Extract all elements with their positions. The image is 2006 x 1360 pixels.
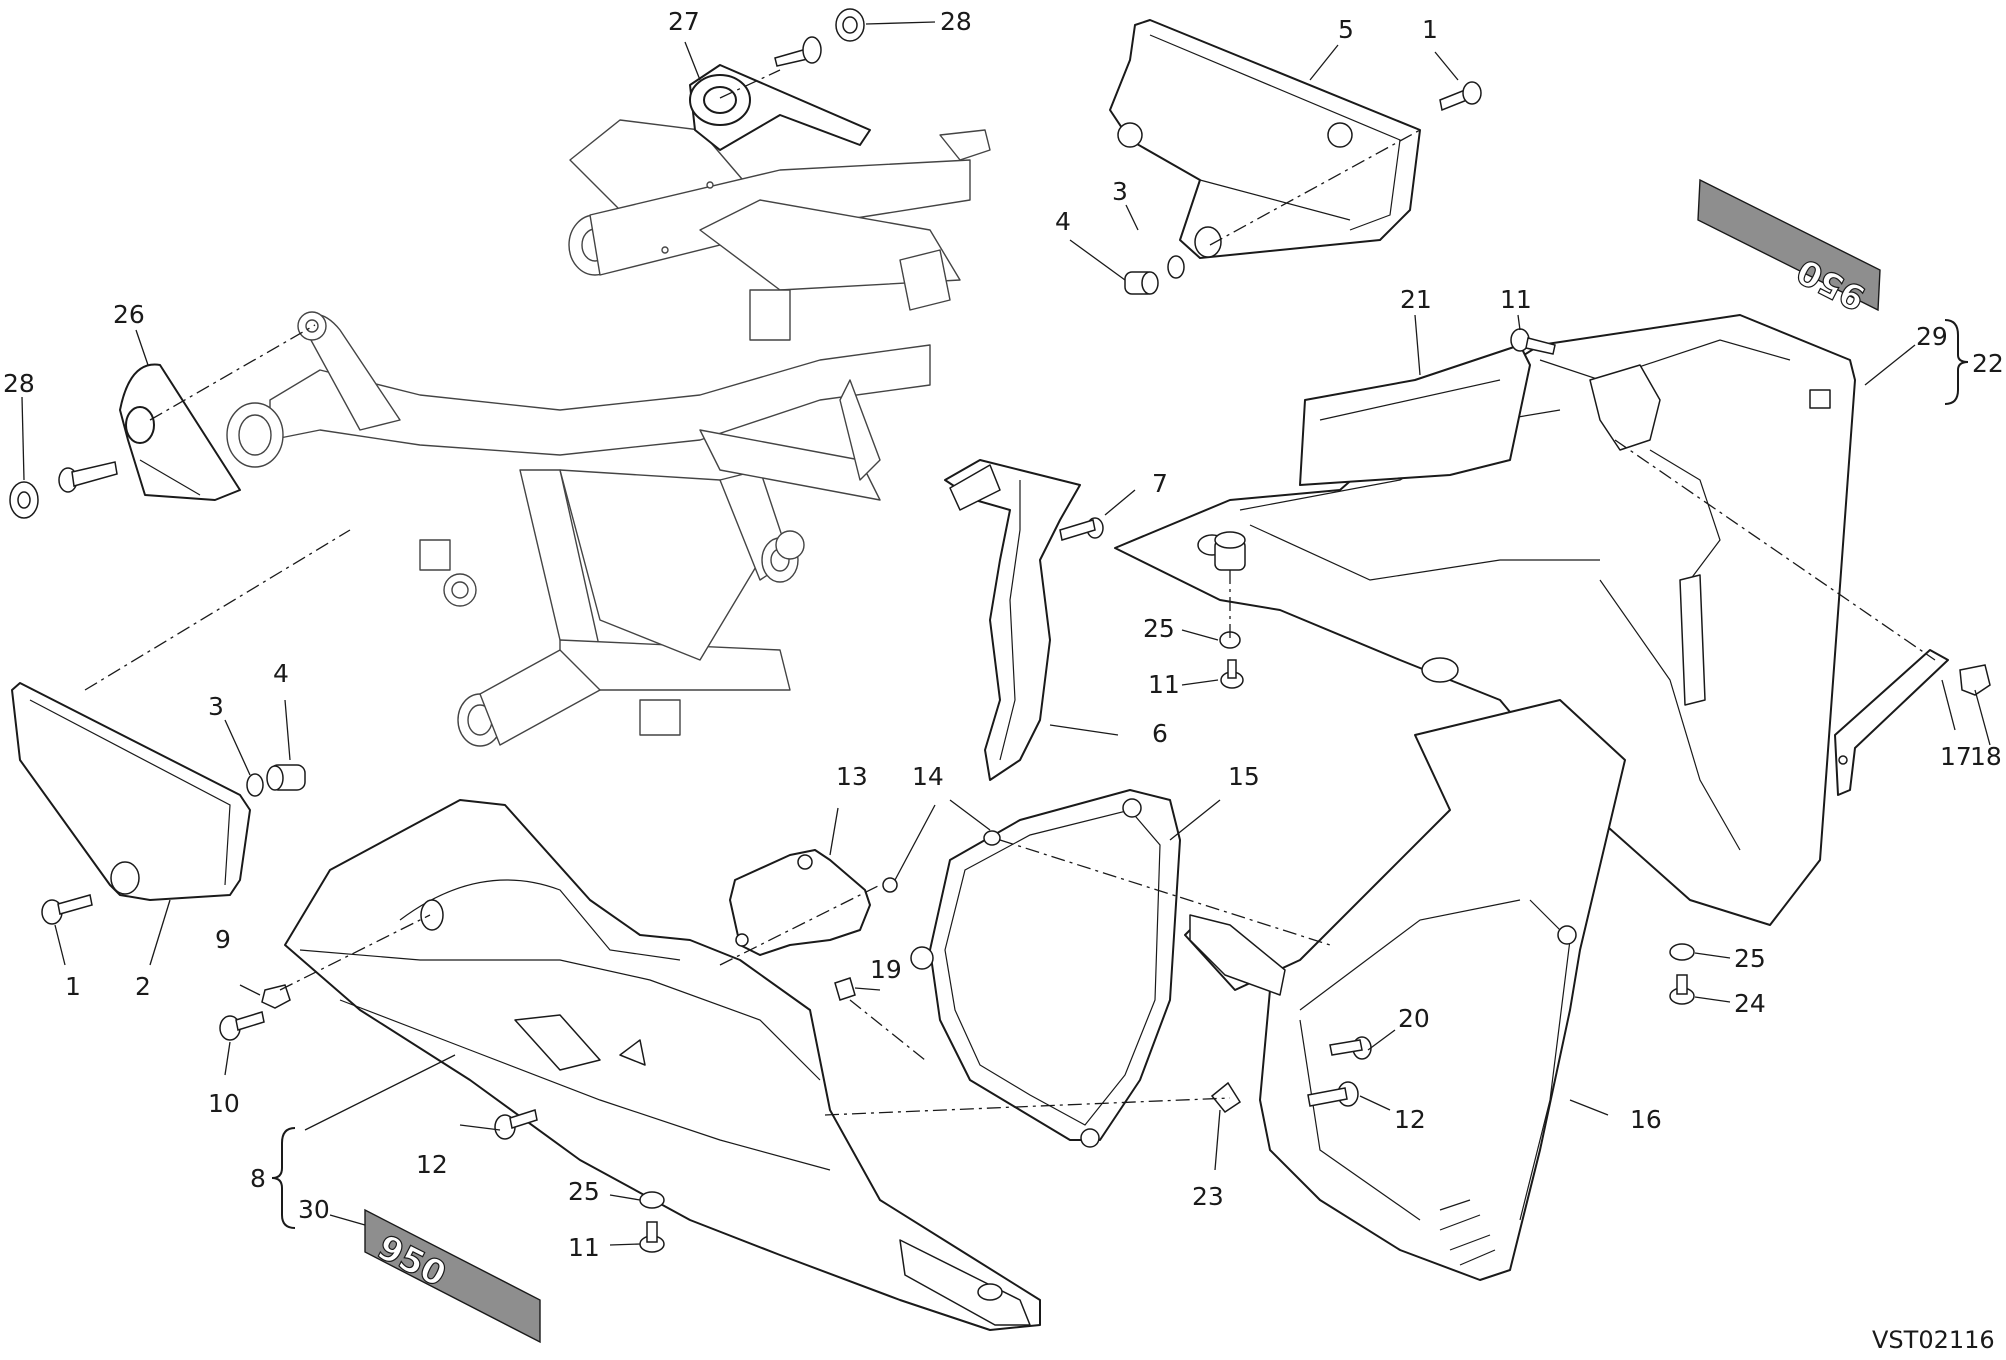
callout-23: 23 (1192, 1182, 1224, 1211)
part-5-upper-cover (1109, 19, 1421, 259)
callout-3-top: 3 (1112, 177, 1128, 206)
decal-30: 950 (364, 1208, 541, 1344)
decal-29: 950 (1697, 178, 1881, 318)
part-3-4-washer-spacer-upper (1124, 255, 1185, 295)
callout-11-lower: 11 (568, 1233, 600, 1262)
part-11-bolt-mid (1220, 659, 1244, 689)
part-17-bracket (1834, 649, 1949, 796)
part-16-side-panel (1184, 699, 1626, 1281)
brace-22 (1944, 319, 1969, 405)
part-10-bolt (219, 1011, 265, 1041)
part-14-washer-right (983, 830, 1001, 846)
part-15-inner-panel (910, 789, 1181, 1148)
part-13-bracket (729, 849, 871, 956)
callout-29: 29 (1916, 322, 1948, 351)
callout-22: 22 (1972, 349, 2004, 378)
callout-8: 8 (250, 1164, 266, 1193)
callout-3-left: 3 (208, 692, 224, 721)
reference-code: VST02116 (1872, 1326, 1995, 1354)
callout-4-left: 4 (273, 659, 289, 688)
callout-16: 16 (1630, 1105, 1662, 1134)
callout-10: 10 (208, 1089, 240, 1118)
part-8-belly-pan (284, 799, 1041, 1331)
leader-lines (21, 21, 1991, 1246)
callout-28-left: 28 (3, 369, 35, 398)
part-27-upper-bracket (689, 64, 871, 151)
callout-11-top: 11 (1500, 285, 1532, 314)
part-11-bolt-lower (639, 1221, 665, 1253)
callout-17: 17 (1940, 742, 1972, 771)
part-16-clip (1189, 914, 1286, 996)
part-12-bolt-left (494, 1109, 538, 1140)
part-18-clip (1959, 664, 1991, 696)
callout-2: 2 (135, 972, 151, 1001)
motorcycle-frame (226, 119, 991, 747)
callout-9: 9 (215, 925, 231, 954)
assembly-lines (84, 69, 1936, 1116)
callout-11-mid: 11 (1148, 670, 1180, 699)
part-21-insert (1299, 344, 1531, 486)
callout-20: 20 (1398, 1004, 1430, 1033)
callout-6: 6 (1152, 719, 1168, 748)
brace-8 (271, 1127, 296, 1229)
callout-4-top: 4 (1055, 207, 1071, 236)
part-14-washer (882, 877, 898, 893)
part-6-air-duct (944, 459, 1081, 781)
callout-25-right: 25 (1734, 944, 1766, 973)
part-9-nut (261, 984, 291, 1009)
part-23-clip (1210, 1081, 1242, 1114)
callout-27: 27 (668, 7, 700, 36)
part-26-side-bracket (119, 363, 241, 501)
callout-19: 19 (870, 955, 902, 984)
callout-25-lower: 25 (568, 1177, 600, 1206)
callout-12-left: 12 (416, 1150, 448, 1179)
part-25-washer-right (1669, 943, 1695, 961)
part-11-bolt-upper (1510, 328, 1556, 355)
part-25-washer-lower (639, 1191, 665, 1209)
callout-12-right: 12 (1394, 1105, 1426, 1134)
callout-13: 13 (836, 762, 868, 791)
part-7-bolt (1059, 517, 1104, 541)
callout-18: 18 (1970, 742, 2002, 771)
part-3-4-washer-spacer-left (246, 764, 306, 797)
callout-26: 26 (113, 300, 145, 329)
callout-15: 15 (1228, 762, 1260, 791)
part-19-clip (834, 977, 856, 1001)
callout-labels: 27 28 5 1 3 4 21 11 29 22 26 28 7 25 11 … (3, 7, 2004, 1262)
callout-28-top: 28 (940, 7, 972, 36)
callout-21: 21 (1400, 285, 1432, 314)
callout-25-mid: 25 (1143, 614, 1175, 643)
part-12-bolt-right (1307, 1081, 1359, 1107)
part-28-cap-top (774, 8, 865, 67)
callout-30: 30 (298, 1195, 330, 1224)
callout-1-top: 1 (1422, 15, 1438, 44)
callout-24: 24 (1734, 989, 1766, 1018)
callout-7: 7 (1152, 469, 1168, 498)
part-24-bolt (1669, 974, 1695, 1005)
part-1-bolt-left (41, 894, 93, 925)
part-22-grommet (1214, 531, 1246, 571)
part-1-bolt-upper (1439, 81, 1482, 112)
part-2-side-cover (11, 682, 251, 901)
callout-5: 5 (1338, 15, 1354, 44)
part-28-cap-left (9, 461, 118, 519)
callout-14: 14 (912, 762, 944, 791)
callout-1-left: 1 (65, 972, 81, 1001)
part-22-right-fairing (1114, 314, 1856, 926)
